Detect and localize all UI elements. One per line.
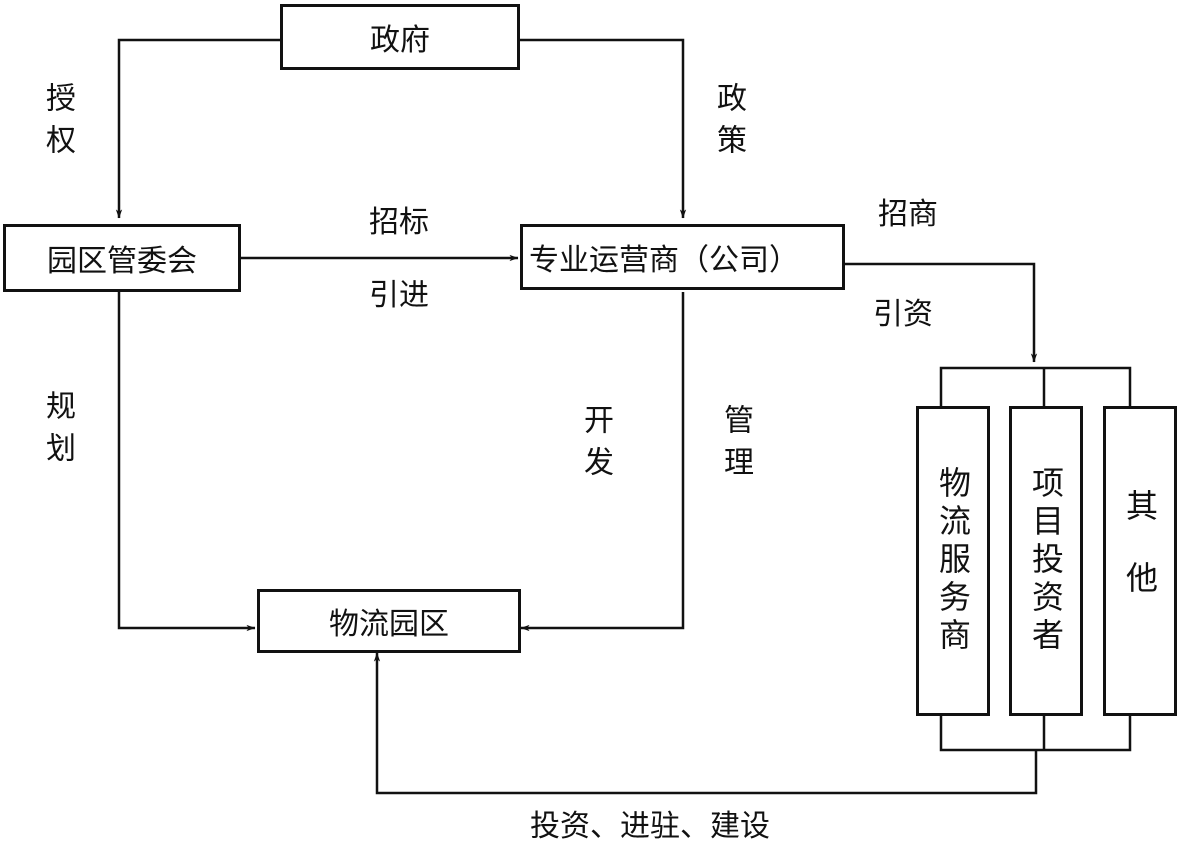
label-management: 管理 xyxy=(718,404,753,488)
edge-policy xyxy=(520,38,687,219)
node-others: 其他 xyxy=(1103,406,1177,716)
group-bracket-top xyxy=(939,366,1132,406)
node-government: 政府 xyxy=(280,4,520,70)
label-invest-settle-build: 投资、进驻、建设 xyxy=(530,809,770,844)
label-attract-business: 招商 xyxy=(878,197,938,232)
label-attract-investment: 引资 xyxy=(873,297,933,332)
node-project-investor: 项目投资者 xyxy=(1009,406,1083,716)
node-logistics-provider: 物流服务商 xyxy=(916,406,990,716)
label-introduce: 引进 xyxy=(369,278,429,313)
label-policy: 政策 xyxy=(711,82,746,166)
label-planning: 规划 xyxy=(40,390,75,474)
node-operator: 专业运营商（公司） xyxy=(520,224,845,290)
label-authorize: 授权 xyxy=(40,82,75,166)
edge-attract xyxy=(843,262,1038,363)
node-logistics-park: 物流园区 xyxy=(257,589,521,653)
edge-planning xyxy=(117,292,256,632)
label-bidding: 招标 xyxy=(369,205,429,240)
edge-invest xyxy=(373,652,1038,795)
group-bracket-bottom xyxy=(939,716,1132,752)
edge-manage xyxy=(520,292,685,632)
node-park-committee: 园区管委会 xyxy=(3,224,241,292)
edge-authorize xyxy=(115,38,280,219)
label-development: 开发 xyxy=(578,404,613,488)
